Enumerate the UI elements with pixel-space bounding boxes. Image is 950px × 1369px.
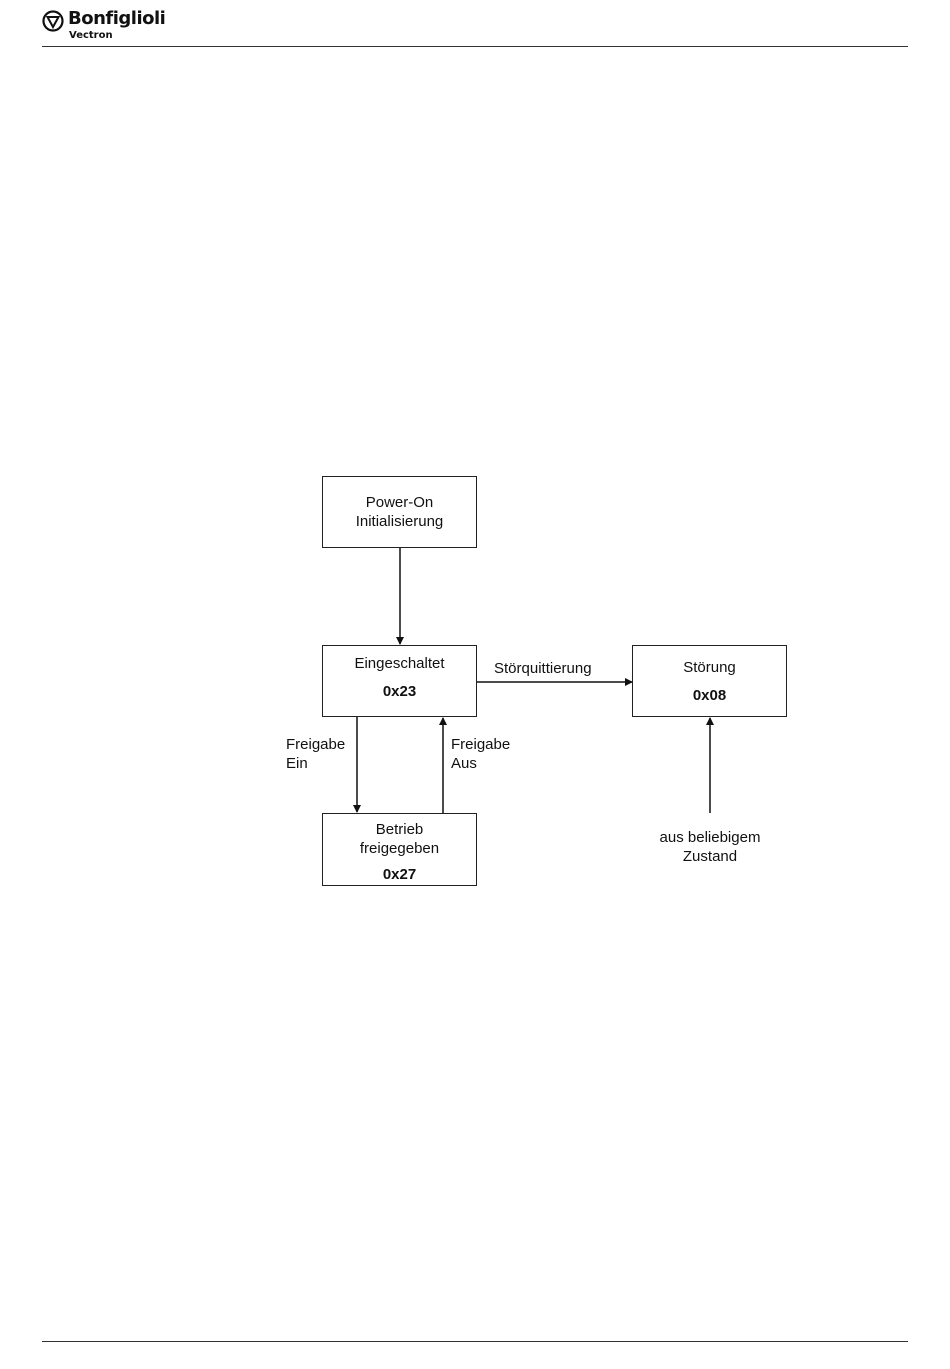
state-eingeschaltet-code: 0x23 xyxy=(323,682,476,701)
state-power-on: Power-On Initialisierung xyxy=(322,476,477,548)
label-freigabe-aus: Freigabe Aus xyxy=(451,735,510,773)
label-freigabe-ein-line2: Ein xyxy=(286,754,345,773)
state-eingeschaltet: Eingeschaltet 0x23 xyxy=(322,645,477,717)
label-aus-beliebigem-line2: Zustand xyxy=(640,847,780,866)
label-freigabe-aus-line1: Freigabe xyxy=(451,735,510,754)
state-stoerung-code: 0x08 xyxy=(633,686,786,705)
label-freigabe-ein: Freigabe Ein xyxy=(286,735,345,773)
state-betrieb-line2: freigegeben xyxy=(323,839,476,858)
label-stoerquittierung: Störquittierung xyxy=(494,659,592,678)
state-power-on-line2: Initialisierung xyxy=(323,512,476,531)
label-aus-beliebigem-zustand: aus beliebigem Zustand xyxy=(640,828,780,866)
label-freigabe-aus-line2: Aus xyxy=(451,754,510,773)
label-aus-beliebigem-line1: aus beliebigem xyxy=(640,828,780,847)
state-betrieb-line1: Betrieb xyxy=(323,820,476,839)
state-stoerung-name: Störung xyxy=(633,658,786,677)
state-power-on-line1: Power-On xyxy=(323,493,476,512)
state-betrieb-code: 0x27 xyxy=(323,865,476,884)
state-betrieb-freigegeben: Betrieb freigegeben 0x27 xyxy=(322,813,477,886)
label-freigabe-ein-line1: Freigabe xyxy=(286,735,345,754)
state-stoerung: Störung 0x08 xyxy=(632,645,787,717)
state-eingeschaltet-name: Eingeschaltet xyxy=(323,654,476,673)
